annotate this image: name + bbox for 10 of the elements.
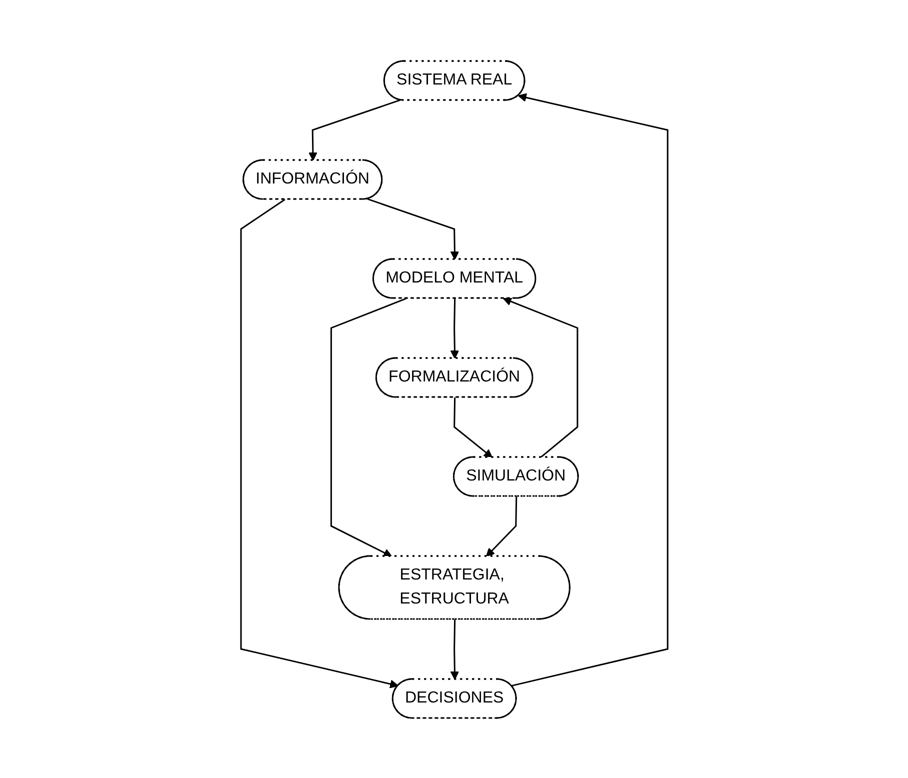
arrow — [502, 296, 578, 458]
arrow — [240, 198, 398, 688]
arrow — [453, 396, 492, 458]
arrow — [366, 198, 459, 260]
arrow — [450, 298, 459, 358]
arrow — [308, 98, 400, 160]
arrow — [330, 297, 406, 556]
arrow — [486, 496, 517, 556]
arrow — [510, 92, 668, 686]
arrow — [450, 618, 459, 680]
